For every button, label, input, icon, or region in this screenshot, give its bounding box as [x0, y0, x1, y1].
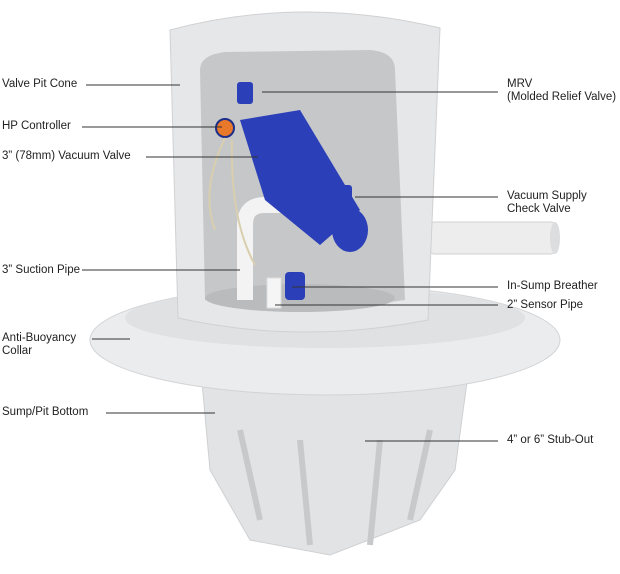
stub-pipe — [429, 221, 556, 255]
label-mrv-line1: MRV — [507, 78, 533, 90]
label-suction-pipe: 3” Suction Pipe — [2, 264, 80, 276]
label-sensor-pipe: 2” Sensor Pipe — [507, 299, 584, 311]
label-check-valve-line1: Vacuum Supply — [507, 190, 587, 202]
label-vacuum-valve: 3” (78mm) Vacuum Valve — [2, 150, 131, 162]
vacuum-valve — [237, 82, 368, 300]
label-collar-line2: Collar — [2, 345, 33, 357]
label-valve-pit-cone: Valve Pit Cone — [2, 78, 78, 90]
label-mrv-line2: (Molded Relief Valve) — [507, 91, 617, 103]
label-collar-line1: Anti-Buoyancy — [2, 332, 77, 344]
leader-lines — [82, 84, 498, 442]
label-breather: In-Sump Breather — [507, 280, 598, 292]
label-mrv: MRV (Molded Relief Valve) — [507, 78, 616, 104]
label-check-valve-line2: Check Valve — [507, 203, 571, 215]
label-stub-out: 4” or 6” Stub-Out — [507, 434, 594, 446]
label-sump-bottom: Sump/Pit Bottom — [2, 406, 89, 418]
hp-controller — [215, 118, 235, 138]
label-hp-controller: HP Controller — [2, 120, 71, 132]
label-collar: Anti-Buoyancy Collar — [2, 332, 76, 358]
label-check-valve: Vacuum Supply Check Valve — [507, 190, 587, 216]
